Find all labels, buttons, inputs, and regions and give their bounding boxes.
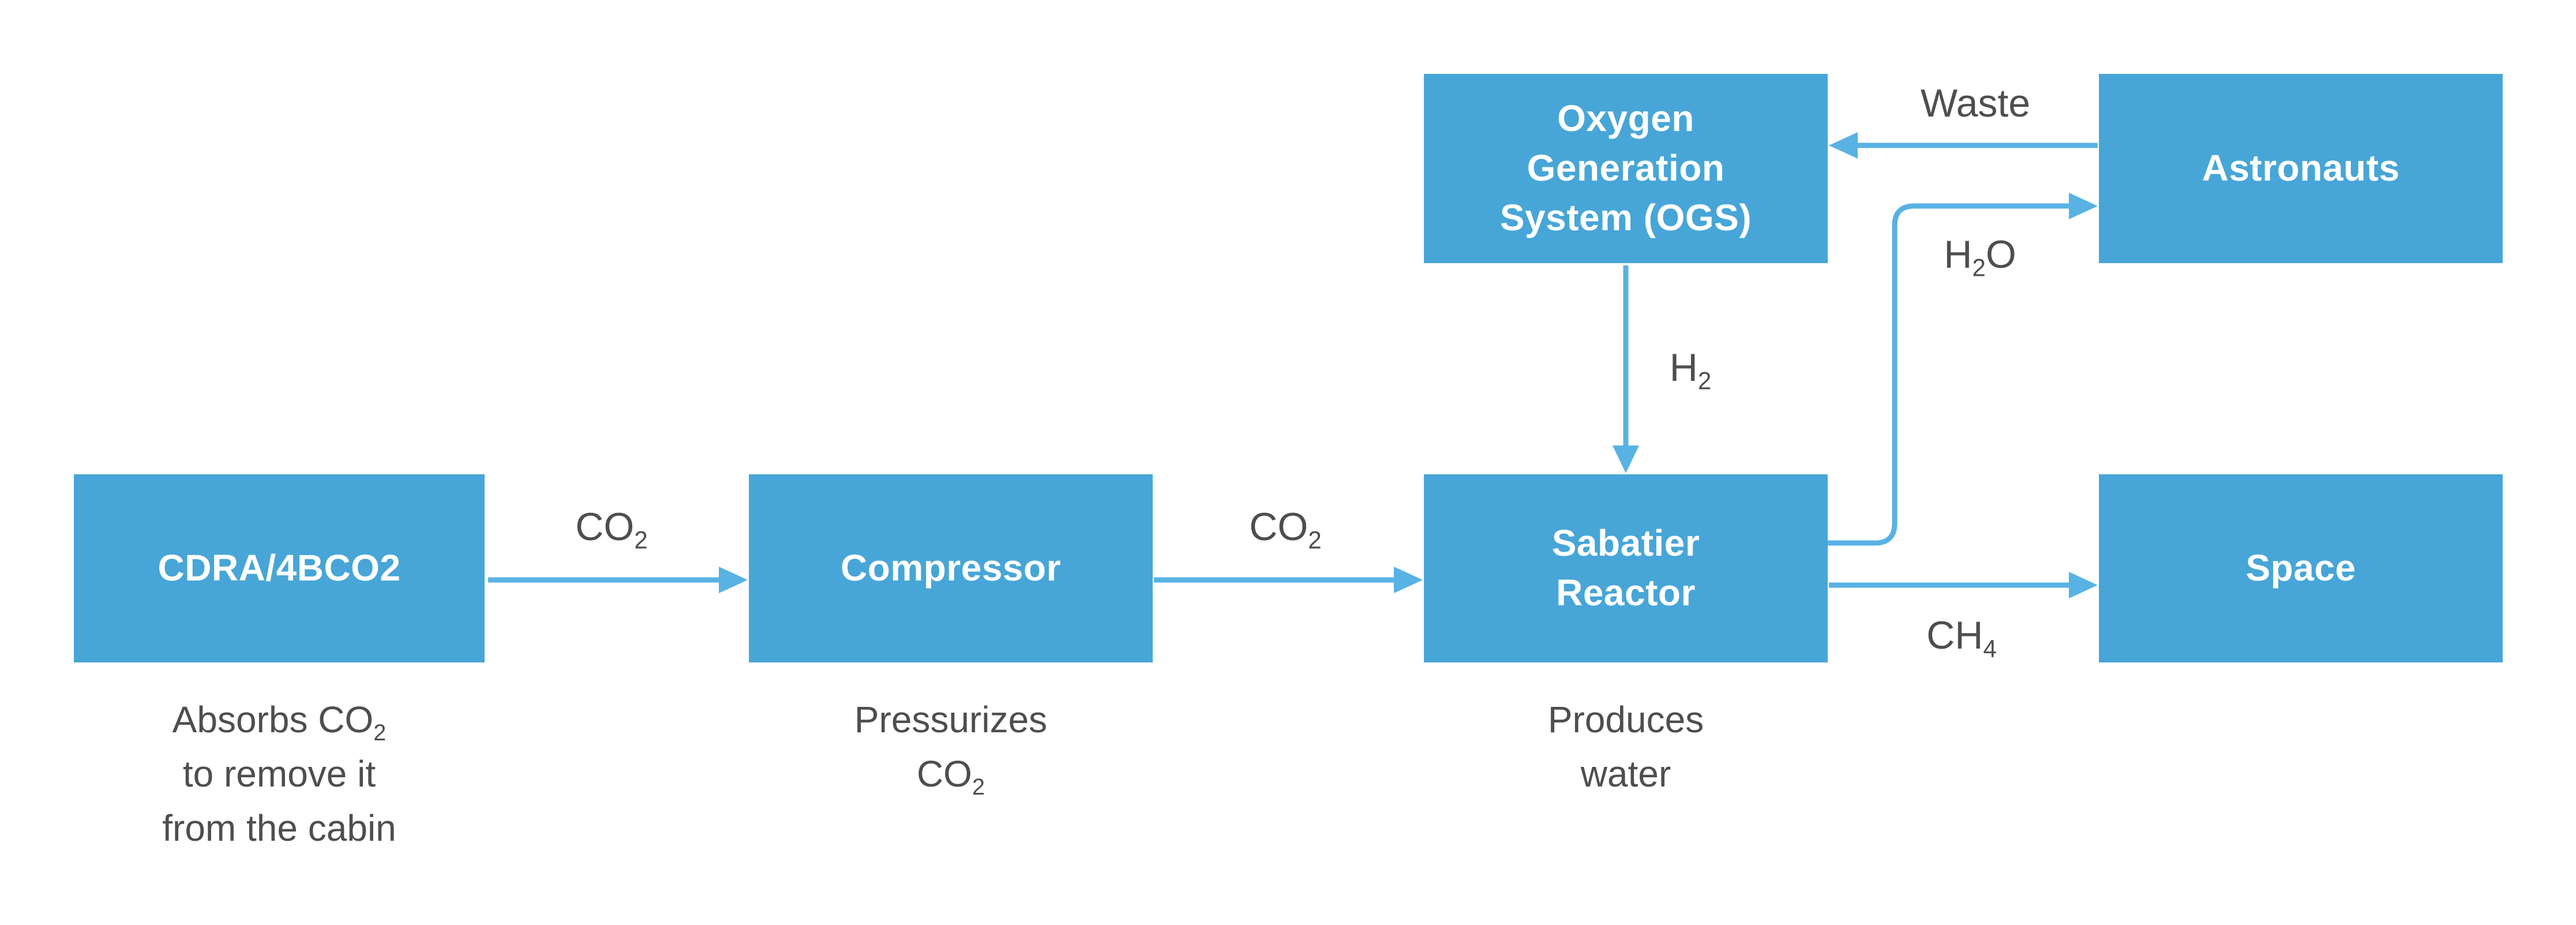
box-compressor-label: Compressor <box>841 547 1061 589</box>
caption-line: water <box>1580 753 1671 795</box>
flow-label-subscript: 4 <box>1983 635 1997 662</box>
flow-label-text: CO <box>1249 505 1308 549</box>
flow-label-co2-cdra-to-compressor: CO2 <box>575 504 647 552</box>
box-oxygen-generation-system: Oxygen Generation System (OGS) <box>1424 74 1828 263</box>
flow-label-subscript: 2 <box>1972 254 1986 282</box>
arrow-h2o-sabatier-to-astronauts-line <box>1828 203 2073 546</box>
flow-label-waste-astronauts-to-ogs: Waste <box>1921 81 2030 126</box>
caption-line: Produces <box>1547 699 1704 740</box>
box-oxygen-generation-system-label: Oxygen Generation System (OGS) <box>1499 98 1752 238</box>
flow-label-ch4-sabatier-to-space: CH4 <box>1926 613 1997 661</box>
flow-label-text: H <box>1669 346 1698 390</box>
caption-text: Absorbs CO <box>172 699 374 740</box>
flow-label-subscript: 2 <box>634 526 648 554</box>
flow-label-text: CH <box>1926 613 1983 657</box>
caption-line: to remove it <box>182 753 376 795</box>
flow-label-text: Waste <box>1920 81 2031 125</box>
flow-label-text: H <box>1944 233 1973 276</box>
caption-line: Absorbs CO2 <box>16 692 542 747</box>
compressor-caption: Pressurizes CO2 <box>749 692 1153 801</box>
flow-label-subscript: 2 <box>1697 367 1712 395</box>
arrow-h2o-sabatier-to-astronauts-head <box>2069 193 2098 219</box>
box-sabatier-reactor: Sabatier Reactor <box>1424 474 1828 662</box>
flow-label-text: CO <box>575 505 635 549</box>
arrow-co2-compressor-to-sabatier-head <box>1394 567 1423 593</box>
box-cdra-label: CDRA/4BCO2 <box>158 547 401 589</box>
caption-line: Pressurizes <box>854 699 1048 740</box>
caption-subscript: 2 <box>972 774 985 800</box>
caption-text: CO <box>916 753 972 795</box>
box-space-label: Space <box>2245 547 2356 589</box>
flow-label-subscript: 2 <box>1308 526 1322 554</box>
caption-line: CO2 <box>749 747 1153 801</box>
caption-line: from the cabin <box>162 807 396 849</box>
arrow-h2-ogs-to-sabatier-head <box>1613 445 1639 473</box>
box-astronauts-label: Astronauts <box>2202 147 2400 189</box>
arrow-ch4-sabatier-to-space-head <box>2069 572 2098 598</box>
box-space: Space <box>2099 474 2503 662</box>
flow-label-h2o-sabatier-to-astronauts: H2O <box>1944 232 2016 280</box>
sabatier-caption: Produces water <box>1424 692 1828 801</box>
box-cdra: CDRA/4BCO2 <box>74 474 485 662</box>
box-compressor: Compressor <box>749 474 1153 662</box>
cdra-caption: Absorbs CO2 to remove it from the cabin <box>16 692 542 855</box>
arrow-co2-cdra-to-compressor-head <box>719 567 748 593</box>
caption-subscript: 2 <box>373 720 387 746</box>
box-sabatier-reactor-label: Sabatier Reactor <box>1551 522 1700 613</box>
box-astronauts: Astronauts <box>2099 74 2503 263</box>
arrow-waste-astronauts-to-ogs-head <box>1829 132 1858 159</box>
flow-label-text: O <box>1985 233 2016 276</box>
flow-label-co2-compressor-to-sabatier: CO2 <box>1249 504 1321 552</box>
flow-label-h2-ogs-to-sabatier: H2 <box>1669 345 1712 393</box>
